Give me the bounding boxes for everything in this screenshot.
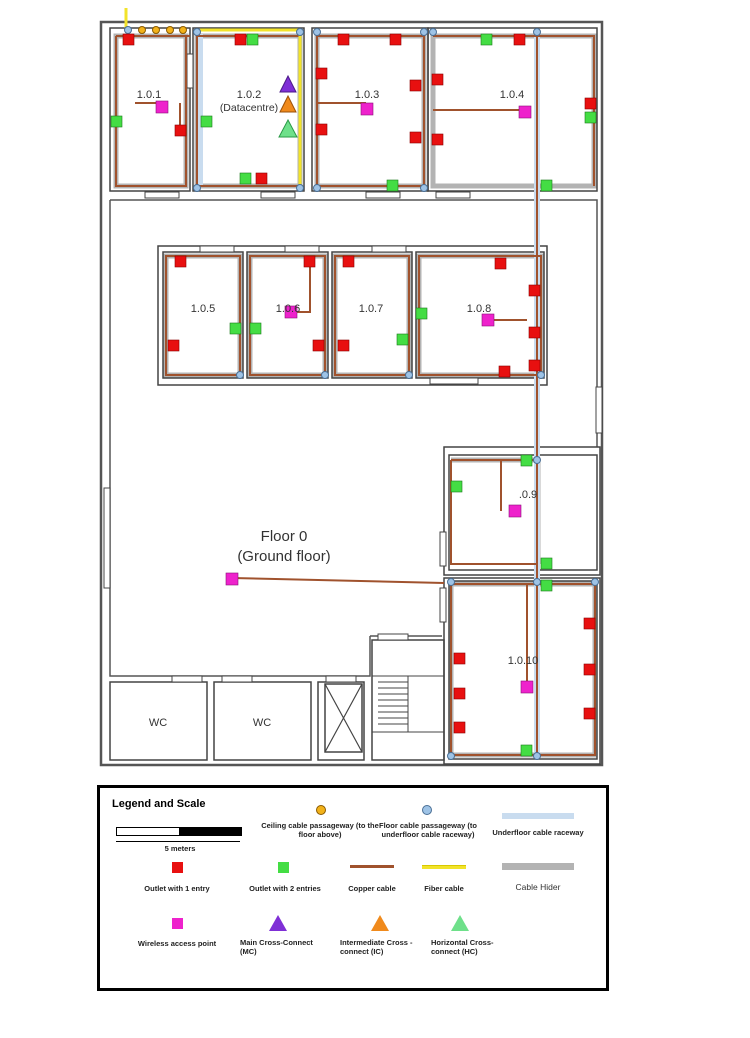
intermediate-cross-connect-icon [279,94,297,113]
legend: Legend and Scale 5 meters Ceiling cable … [97,785,609,991]
hc-legend-icon [451,915,469,931]
fiber-cable-label: Fiber cable [424,884,464,893]
floor-label-line2: (Ground floor) [237,548,330,565]
copper-cables [115,35,596,756]
stairs [371,675,445,733]
floor-passage-label: Floor cable passageway (to underfloor ca… [379,821,477,840]
floor-plan: 1.0.1 1.0.2 (Datacentre) 1.0.3 1.0.4 1.0… [90,8,612,767]
wc-label-2: WC [253,717,271,729]
outlet-2-entries-icon [278,862,289,873]
ceiling-passage-icon [316,805,326,815]
ceiling-passage-label: Ceiling cable passageway (to the floor a… [261,821,379,840]
outlet-1-entry-icon [172,862,183,873]
wc-label-1: WC [149,717,167,729]
elevator-cross [324,683,363,753]
room-label-1-0-1: 1.0.1 [137,89,161,101]
legend-title: Legend and Scale [112,798,206,810]
room-label-1-0-9: .0.9 [519,489,537,501]
room-label-1-0-2: 1.0.2 [237,89,261,101]
wireless-ap-label: Wireless access point [137,939,217,948]
wireless-access-points [155,100,534,694]
ic-label: Intermediate Cross - connect (IC) [340,938,413,957]
floor-passage-icon [422,805,432,815]
room-label-1-0-6: 1.0.6 [276,303,300,315]
room-label-1-0-4: 1.0.4 [500,89,524,101]
cable-hider-label: Cable Hider [515,882,561,892]
scale-label: 5 meters [164,844,196,853]
outlet-1-label: Outlet with 1 entry [144,884,210,893]
floor-passageways [193,28,599,760]
cable-hider-icon [502,863,574,870]
ic-legend-icon [371,915,389,931]
raceway-label: Underfloor cable raceway [492,828,584,837]
room-label-1-0-3: 1.0.3 [355,89,379,101]
hc-label: Horizontal Cross-connect (HC) [431,938,494,957]
floor-label-line1: Floor 0 [261,528,308,545]
raceway-icon [502,813,574,819]
room-label-1-0-10: 1.0.10 [508,655,539,667]
scale-arrow [116,841,240,842]
building-background [90,8,612,765]
outlets-1-entry [122,33,597,734]
room-label-1-0-8: 1.0.8 [467,303,491,315]
mc-legend-icon [269,915,287,931]
doors [103,53,603,683]
wireless-ap-icon [172,918,183,929]
outlet-2-label: Outlet with 2 entries [249,884,321,893]
copper-cable-icon [350,865,394,868]
datacentre-label: (Datacentre) [220,102,278,114]
floor-passage-101 [124,26,132,34]
fiber-cable-icon [422,865,466,869]
ceiling-passageways [138,26,187,34]
scale-bar [116,827,242,836]
main-cross-connect-icon [279,74,297,93]
horizontal-cross-connect-icon [278,118,298,138]
corridor-wall-top [110,199,598,447]
mc-label: Main Cross-Connect (MC) [240,938,313,957]
copper-cable-label: Copper cable [348,884,396,893]
room-label-1-0-5: 1.0.5 [191,303,215,315]
outlets-2-entries [110,33,597,757]
room-labels: 1.0.1 1.0.2 (Datacentre) 1.0.3 1.0.4 1.0… [137,89,539,729]
room-label-1-0-7: 1.0.7 [359,303,383,315]
